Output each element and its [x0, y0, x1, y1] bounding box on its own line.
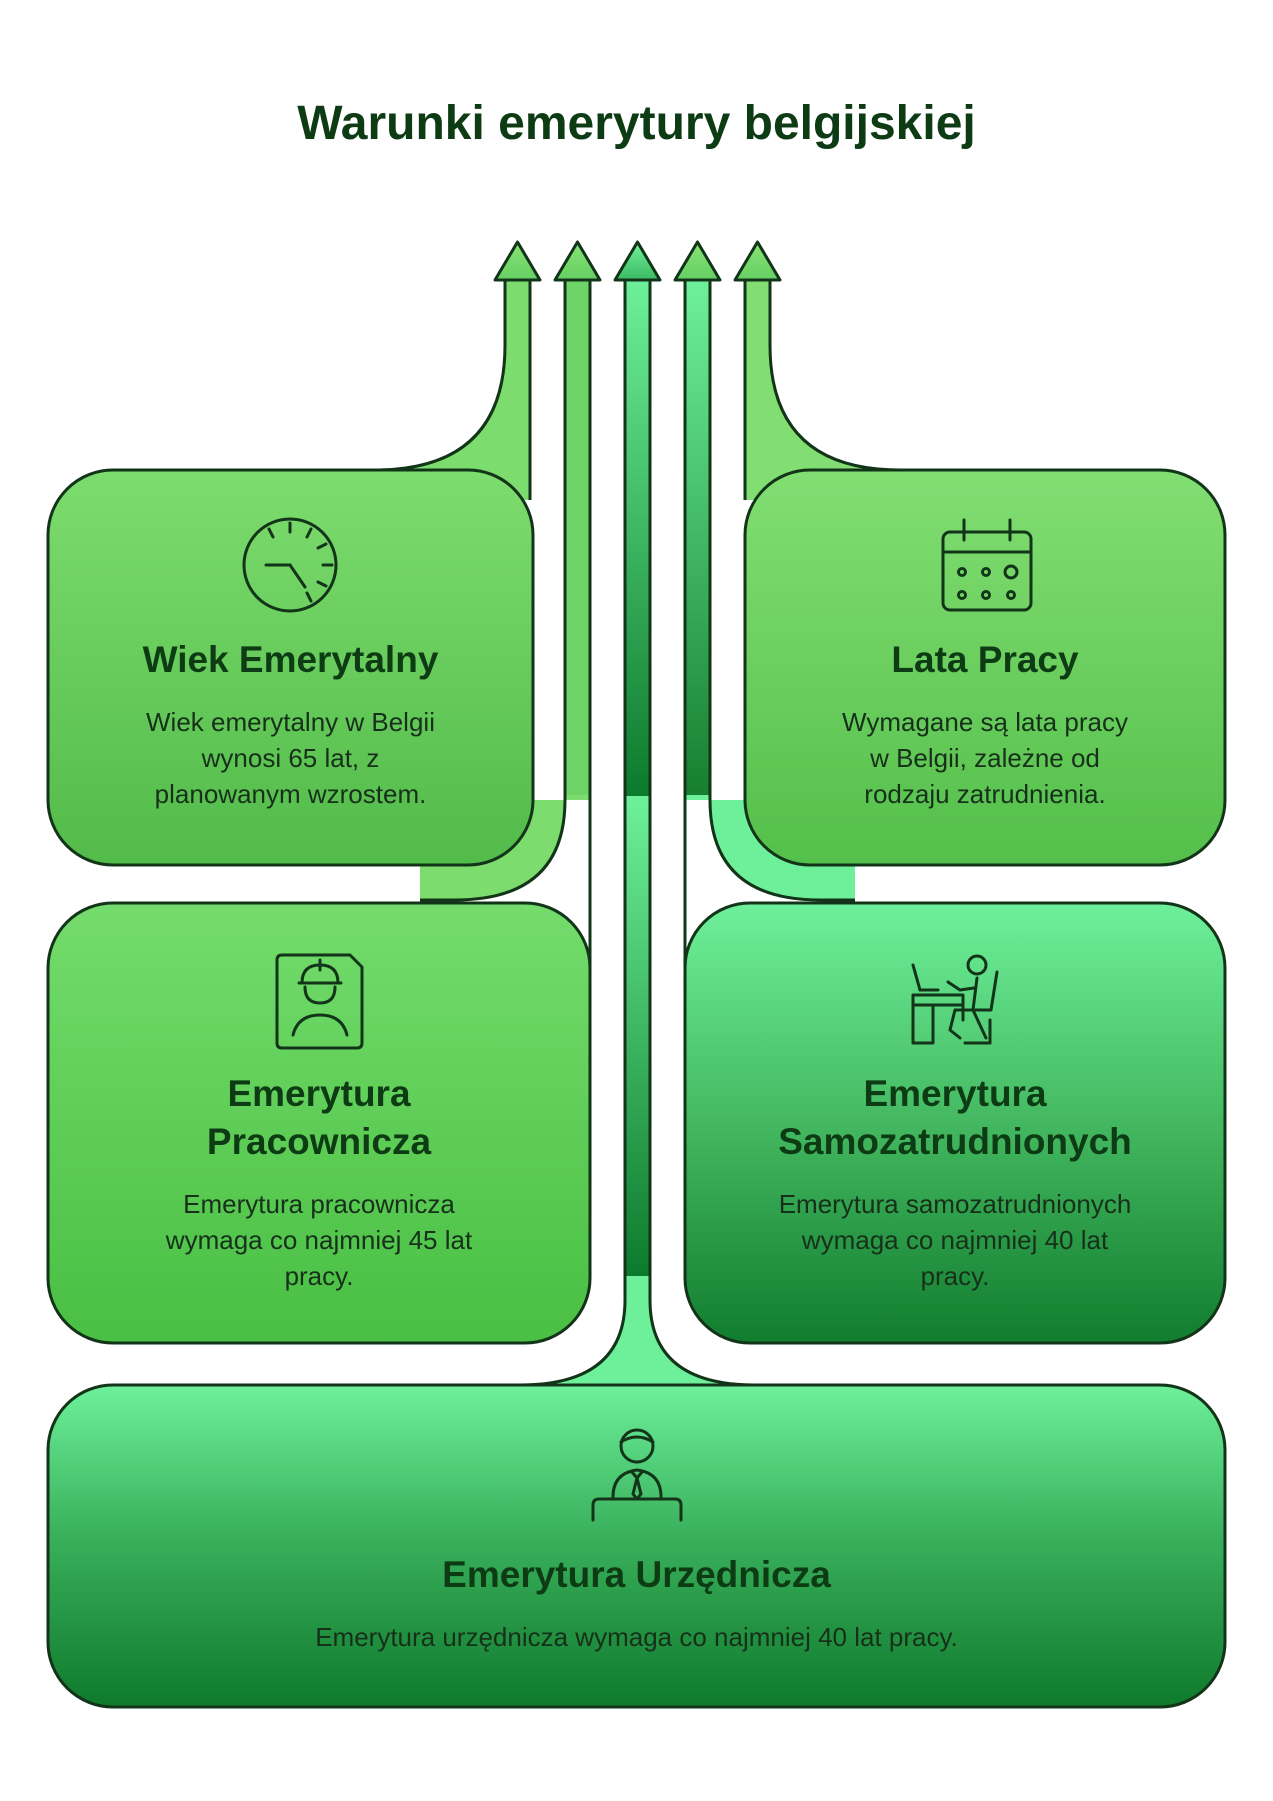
- person-at-desk-icon: [911, 954, 999, 1045]
- card-emerytura-pracownicza: [46, 901, 592, 1345]
- card-emerytura-urzednicza-text: Emerytura Urzędnicza Emerytura urzędnicz…: [78, 1551, 1195, 1655]
- card-description: Wymagane są lata pracy w Belgii, zależne…: [775, 704, 1195, 812]
- card-title: Emerytura Samozatrudnionych: [705, 1070, 1205, 1166]
- card-description: Wiek emerytalny w Belgii wynosi 65 lat, …: [78, 704, 503, 812]
- card-title-line: Emerytura Urzędnicza: [442, 1554, 831, 1595]
- arrow-left-outer: [320, 240, 542, 500]
- card-description-line: wynosi 65 lat, z: [201, 743, 380, 773]
- worker-badge-icon: [275, 953, 364, 1050]
- card-lata-pracy: [743, 468, 1227, 867]
- card-description-line: Emerytura pracownicza: [183, 1189, 455, 1219]
- page-title: Warunki emerytury belgijskiej: [297, 97, 976, 150]
- card-description-line: Wymagane są lata pracy: [842, 707, 1128, 737]
- card-description-line: rodzaju zatrudnienia.: [864, 779, 1106, 809]
- card-description-line: Emerytura samozatrudnionych: [778, 1189, 1132, 1219]
- card-emerytura-samozatrudnionych-text: Emerytura Samozatrudnionych Emerytura sa…: [705, 1070, 1205, 1294]
- card-description: Emerytura samozatrudnionych wymaga co na…: [705, 1186, 1205, 1294]
- card-description-line: planowanym wzrostem.: [154, 779, 427, 809]
- card-description-line: wymaga co najmniej 40 lat: [801, 1225, 1109, 1255]
- card-emerytura-samozatrudnionych: [683, 901, 1227, 1345]
- arrow-right-outer: [733, 240, 955, 500]
- civil-servant-icon: [591, 1428, 683, 1522]
- card-title-line: Emerytura: [227, 1073, 411, 1114]
- card-description-line: pracy.: [284, 1261, 354, 1291]
- card-description-line: w Belgii, zależne od: [870, 743, 1100, 773]
- card-title-line: Emerytura: [863, 1073, 1047, 1114]
- card-description-line: wymaga co najmniej 45 lat: [165, 1225, 473, 1255]
- card-title: Wiek Emerytalny: [78, 636, 503, 684]
- card-title-line: Wiek Emerytalny: [142, 639, 439, 680]
- card-description: Emerytura urzędnicza wymaga co najmniej …: [78, 1619, 1195, 1655]
- card-title-line: Pracownicza: [206, 1121, 432, 1162]
- card-title: Lata Pracy: [775, 636, 1195, 684]
- card-wiek-emerytalny: [46, 468, 535, 867]
- clock-icon: [242, 517, 338, 613]
- card-title: Emerytura Urzędnicza: [78, 1551, 1195, 1599]
- card-description-line: pracy.: [920, 1261, 990, 1291]
- card-emerytura-urzednicza: [46, 1383, 1227, 1709]
- card-description-line: Emerytura urzędnicza wymaga co najmniej …: [315, 1622, 958, 1652]
- card-title-line: Lata Pracy: [891, 639, 1079, 680]
- card-wiek-emerytalny-text: Wiek Emerytalny Wiek emerytalny w Belgii…: [78, 636, 503, 812]
- card-title-line: Samozatrudnionych: [778, 1121, 1132, 1162]
- card-title: Emerytura Pracownicza: [78, 1070, 560, 1166]
- card-lata-pracy-text: Lata Pracy Wymagane są lata pracy w Belg…: [775, 636, 1195, 812]
- card-description: Emerytura pracownicza wymaga co najmniej…: [78, 1186, 560, 1294]
- calendar-icon: [941, 518, 1033, 612]
- card-emerytura-pracownicza-text: Emerytura Pracownicza Emerytura pracowni…: [78, 1070, 560, 1294]
- card-description-line: Wiek emerytalny w Belgii: [146, 707, 435, 737]
